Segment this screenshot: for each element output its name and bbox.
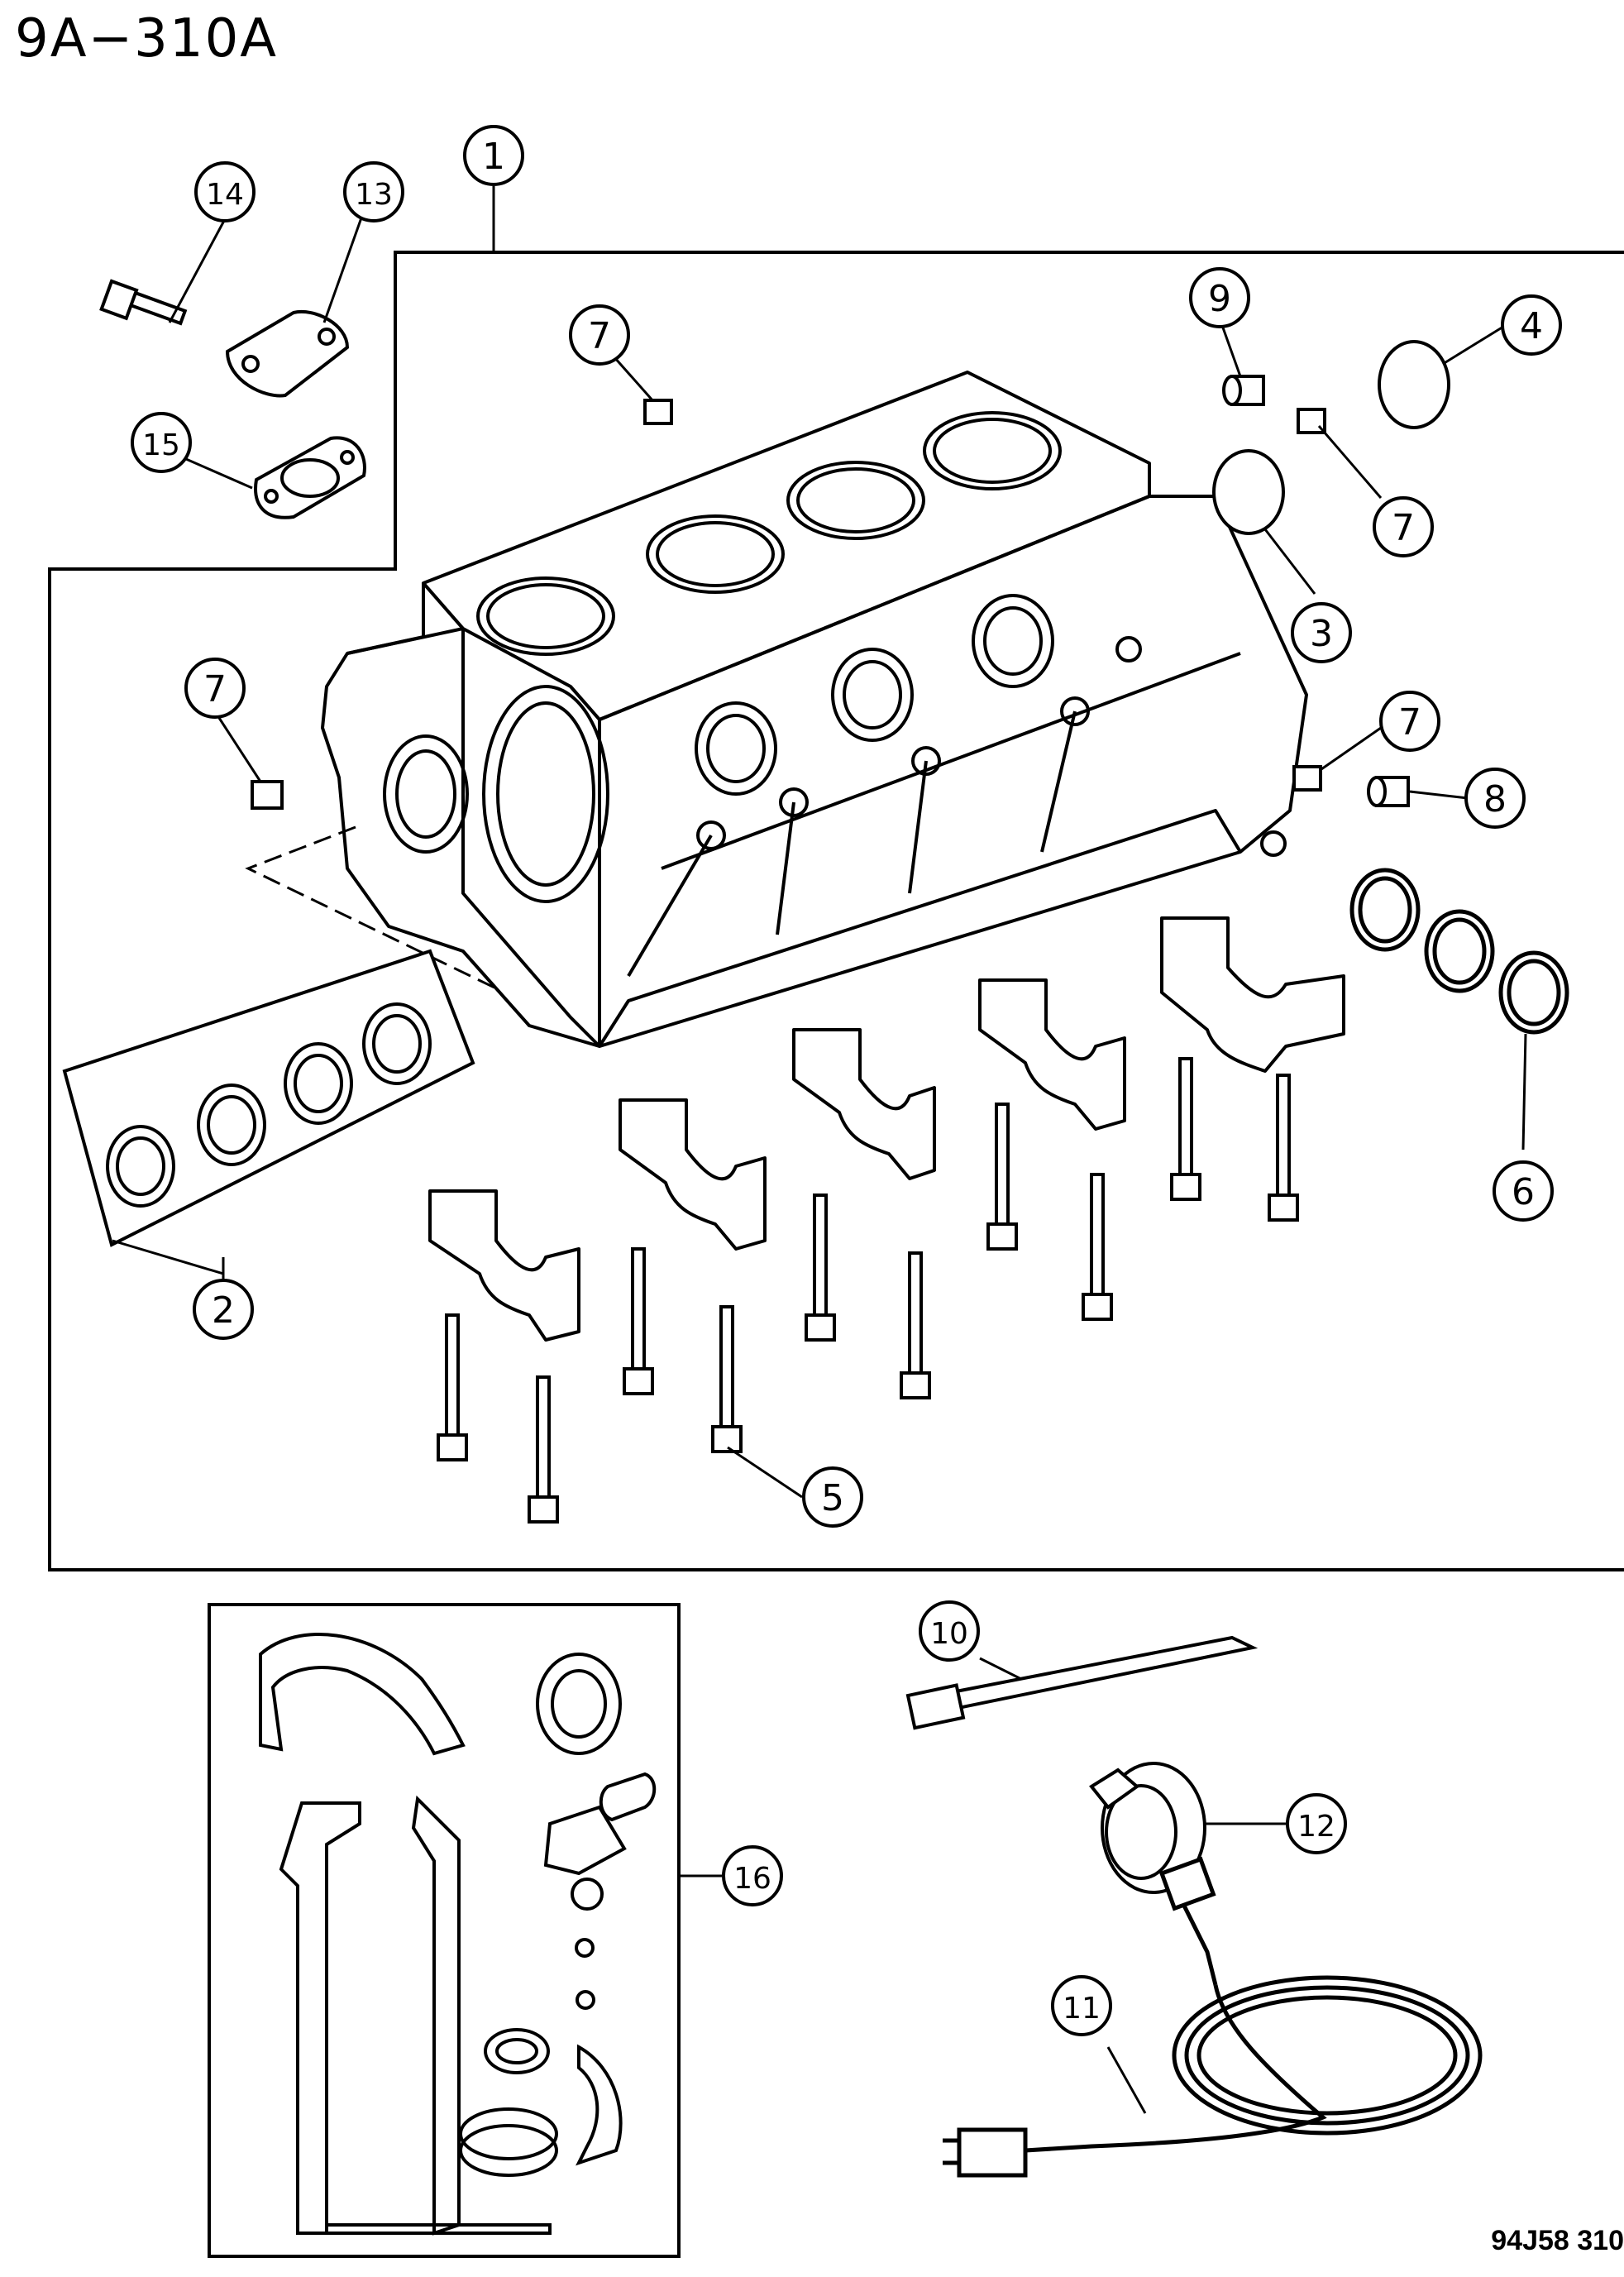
callout-7d: 7 [1398, 701, 1421, 744]
small-parts [99, 279, 1450, 810]
callouts [131, 125, 1562, 2036]
callout-15-circle [131, 412, 192, 473]
cam-bearings [62, 949, 475, 1247]
callout-16: 16 [733, 1862, 771, 1896]
callout-3: 3 [1310, 613, 1333, 655]
leader-dashed [245, 825, 497, 990]
callout-9: 9 [1208, 278, 1231, 320]
seal-rings [1349, 868, 1569, 1035]
callout-15: 15 [142, 428, 180, 462]
callout-10: 10 [930, 1617, 968, 1651]
callout-labels: 1 14 13 15 7 9 4 7 3 7 7 8 6 2 5 10 12 1… [142, 136, 1543, 2026]
callout-13: 13 [355, 178, 393, 212]
callout-2-circle [193, 1279, 254, 1340]
callout-10-circle [919, 1600, 980, 1662]
gasket-kit-box [208, 1603, 681, 2258]
callout-6: 6 [1512, 1171, 1535, 1213]
callout-1-circle [463, 125, 524, 186]
callout-4: 4 [1520, 305, 1543, 347]
callout-7a: 7 [588, 315, 611, 357]
callout-12: 12 [1297, 1810, 1335, 1844]
callout-3-circle [1291, 602, 1352, 663]
callout-12-circle [1286, 1793, 1347, 1854]
callout-7b: 7 [1392, 507, 1415, 549]
callout-2: 2 [212, 1289, 235, 1332]
block-assembly-frame [48, 251, 1624, 1571]
block-heater [1089, 1762, 1206, 1894]
callout-7c: 7 [203, 668, 227, 710]
callout-1: 1 [482, 136, 505, 178]
callout-8: 8 [1483, 778, 1507, 820]
callout-7d-circle [1379, 691, 1440, 752]
figure-code: 94J58 310 [1491, 2225, 1624, 2256]
callout-7a-circle [569, 304, 630, 366]
engine-block [321, 371, 1308, 1048]
callout-9-circle [1189, 267, 1250, 328]
dipstick [905, 1635, 1259, 1730]
callout-14-circle [194, 161, 256, 222]
callout-16-circle [722, 1845, 783, 1906]
callout-4-circle [1501, 294, 1562, 356]
callout-7b-circle [1373, 496, 1434, 557]
callout-11-circle [1051, 1975, 1112, 2036]
leader-lines [112, 186, 1527, 2114]
callout-14: 14 [206, 178, 244, 212]
callout-5-circle [802, 1466, 863, 1528]
callout-5: 5 [821, 1477, 844, 1519]
callout-8-circle [1464, 768, 1526, 829]
callout-13-circle [343, 161, 404, 222]
callout-6-circle [1493, 1160, 1554, 1222]
page-title: 9A−310A [15, 8, 279, 69]
main-bearing-bolts [437, 1057, 1299, 1524]
main-bearing-caps [428, 916, 1345, 1342]
gasket-kit [259, 1633, 657, 2236]
heater-cord [943, 1856, 1483, 2178]
callout-11: 11 [1063, 1992, 1101, 2026]
callout-7c-circle [184, 658, 246, 719]
